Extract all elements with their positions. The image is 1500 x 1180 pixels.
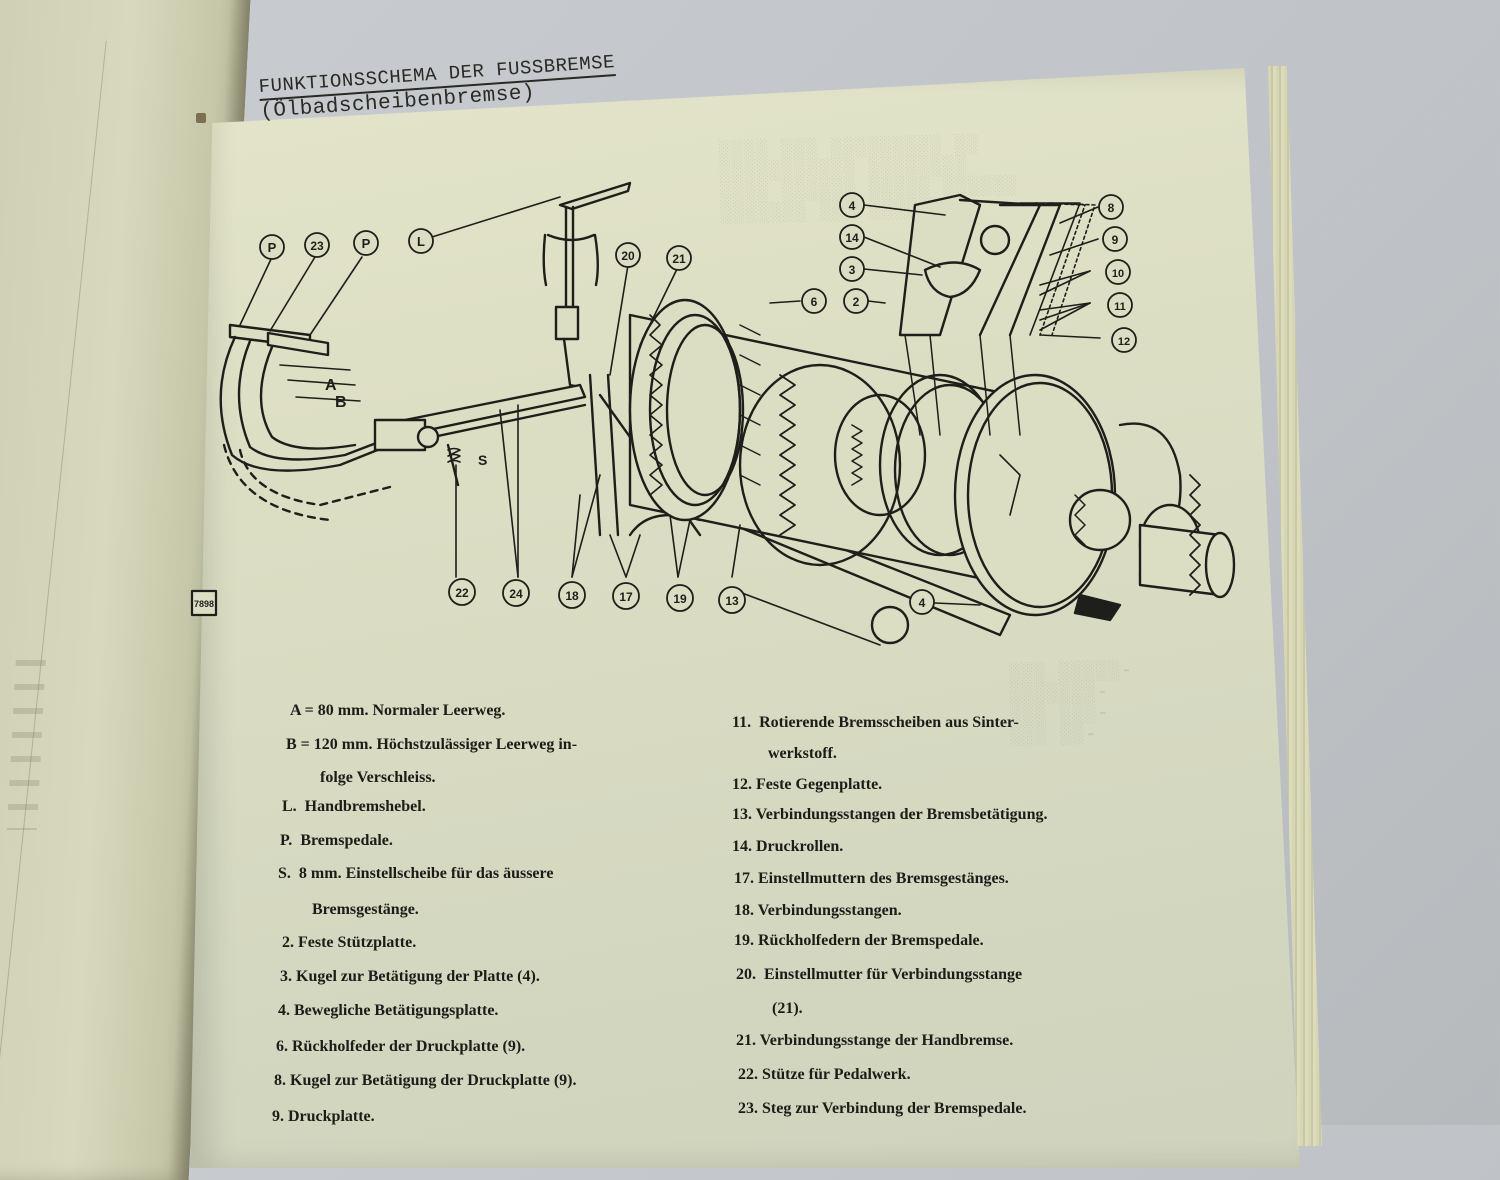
legend-item-6: 6. Rückholfeder der Druckplatte (9).: [276, 1038, 526, 1055]
svg-text:13: 13: [725, 594, 739, 608]
legend-item-11: 11. Rotierende Bremsscheiben aus Sinter-: [732, 714, 1019, 731]
legend-right-column: 11. Rotierende Bremsscheiben aus Sinter-…: [732, 710, 1132, 1125]
callout-10: 10: [1105, 259, 1131, 285]
page-crease: [0, 40, 107, 1090]
svg-text:18: 18: [565, 589, 579, 603]
callout-11: 11: [1107, 292, 1133, 318]
callout-3: 3: [839, 256, 865, 282]
legend-item-21: 21. Verbindungsstange der Handbremse.: [736, 1032, 1014, 1049]
dim-label-s: S: [478, 452, 487, 468]
legend-item-18: 18. Verbindungsstangen.: [734, 902, 902, 919]
dim-label-a: A: [325, 377, 337, 394]
svg-text:14: 14: [845, 231, 859, 245]
svg-text:8: 8: [1108, 201, 1115, 215]
legend-item-22: 22. Stütze für Pedalwerk.: [738, 1066, 911, 1083]
leader-lines: [239, 196, 1101, 646]
svg-text:P: P: [362, 236, 371, 251]
callout-22: 22: [448, 578, 476, 606]
callout-20: 20: [615, 242, 641, 268]
svg-text:23: 23: [310, 239, 324, 253]
callout-p-right: P: [353, 230, 379, 256]
svg-text:6: 6: [811, 295, 818, 309]
callout-8: 8: [1098, 194, 1124, 220]
legend-item-23: 23. Steg zur Verbindung der Bremspedale.: [738, 1100, 1027, 1117]
legend-item-4: 4. Bewegliche Betätigungsplatte.: [278, 1002, 499, 1019]
legend-item-9: 9. Druckplatte.: [272, 1108, 375, 1125]
callout-21: 21: [666, 245, 692, 271]
callout-9: 9: [1102, 226, 1128, 252]
legend-item-p: P. Bremspedale.: [280, 832, 393, 849]
svg-text:12: 12: [1118, 336, 1130, 348]
callout-12: 12: [1111, 327, 1137, 353]
legend-item-19: 19. Rückholfedern der Bremspedale.: [734, 932, 984, 949]
callout-6: 6: [801, 288, 827, 314]
svg-text:20: 20: [621, 249, 635, 263]
svg-text:22: 22: [455, 586, 469, 600]
legend-item-b-cont: folge Verschleiss.: [320, 769, 436, 786]
callout-p-left: P: [259, 234, 285, 260]
brake-housing: [628, 298, 1236, 622]
callout-19: 19: [666, 584, 694, 612]
legend-item-2: 2. Feste Stützplatte.: [282, 934, 417, 951]
svg-text:10: 10: [1112, 268, 1124, 280]
svg-text:11: 11: [1114, 301, 1126, 313]
legend-item-11-cont: werkstoff.: [768, 745, 837, 762]
callout-13: 13: [718, 586, 746, 614]
callout-17: 17: [612, 582, 640, 610]
callout-23: 23: [304, 232, 330, 258]
svg-text:4: 4: [849, 199, 856, 213]
callout-14: 14: [839, 224, 865, 250]
legend-item-l: L. Handbremshebel.: [282, 798, 426, 815]
callout-markers: P 23 P L 20 21 6 2 4 14 3 8 9 10 11 12 2…: [259, 192, 1137, 615]
legend-item-s: S. 8 mm. Einstellscheibe für das äussere: [278, 865, 554, 882]
svg-text:3: 3: [849, 263, 856, 277]
legend-item-20-cont: (21).: [772, 1000, 803, 1017]
legend-left-column: A = 80 mm. Normaler Leerweg. B = 120 mm.…: [270, 700, 710, 1125]
svg-text:4: 4: [919, 596, 926, 610]
legend-item-s-cont: Bremsgestänge.: [312, 901, 419, 918]
svg-text:9: 9: [1112, 233, 1119, 247]
figure-number-box: 7898: [190, 589, 218, 617]
svg-text:19: 19: [673, 592, 687, 606]
svg-text:2: 2: [853, 295, 860, 309]
faint-margin-marks: [6, 660, 46, 830]
brake-pedals: A B: [219, 323, 394, 522]
legend-item-b: B = 120 mm. Höchstzulässiger Leerweg in-: [286, 736, 578, 753]
callout-2: 2: [843, 288, 869, 314]
callout-24: 24: [502, 579, 530, 607]
handbrake-lever: [542, 181, 632, 389]
legend-item-20: 20. Einstellmutter für Verbindungsstange: [736, 966, 1023, 983]
brake-schematic-diagram: A B S: [190, 181, 1236, 646]
callout-4-bottom: 4: [909, 589, 935, 615]
svg-text:17: 17: [619, 590, 633, 604]
gutter-mark: [196, 113, 206, 123]
legend-item-13: 13. Verbindungsstangen der Bremsbetätigu…: [732, 806, 1048, 823]
dim-label-b: B: [335, 394, 347, 411]
legend-item-12: 12. Feste Gegenplatte.: [732, 776, 883, 793]
svg-text:7898: 7898: [194, 599, 214, 609]
callout-18: 18: [558, 581, 586, 609]
legend-item-8: 8. Kugel zur Betätigung der Druckplatte …: [274, 1072, 577, 1089]
legend-item-17: 17. Einstellmuttern des Bremsgestänges.: [734, 870, 1009, 887]
callout-4-top: 4: [839, 192, 865, 218]
callout-l: L: [408, 228, 434, 254]
svg-text:P: P: [268, 240, 277, 255]
legend-item-14: 14. Druckrollen.: [732, 838, 844, 855]
legend-item-a: A = 80 mm. Normaler Leerweg.: [290, 702, 506, 719]
svg-text:24: 24: [509, 587, 523, 601]
svg-text:21: 21: [672, 252, 686, 266]
svg-text:L: L: [417, 234, 425, 249]
legend-item-3: 3. Kugel zur Betätigung der Platte (4).: [280, 968, 540, 985]
